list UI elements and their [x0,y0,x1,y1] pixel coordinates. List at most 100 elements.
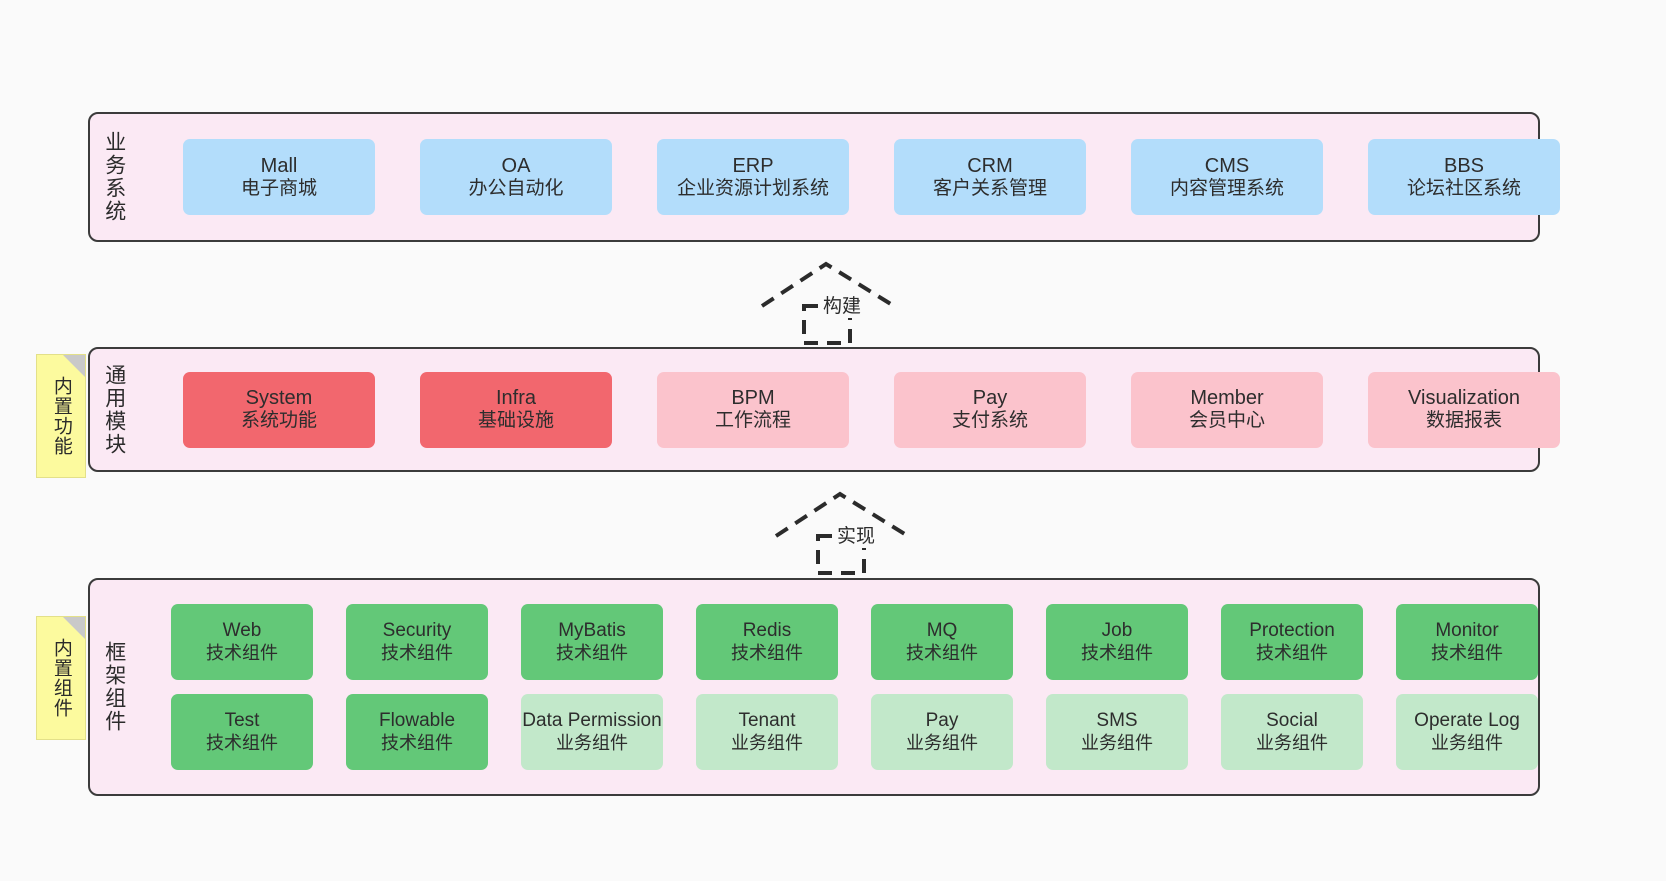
module-tile-title: Operate Log [1414,709,1520,731]
module-tile-subtitle: 业务组件 [1431,732,1503,753]
module-tile-title: Web [222,619,262,641]
module-tile-subtitle: 技术组件 [556,642,628,663]
module-tile-subtitle: 论坛社区系统 [1406,177,1521,199]
module-tile-subtitle: 企业资源计划系统 [676,177,829,199]
module-tile-subtitle: 技术组件 [381,732,453,753]
connector-build-label: 构建 [820,291,865,318]
module-tile-subtitle: 办公自动化 [468,177,564,199]
module-tile-title: CMS [1204,154,1250,177]
module-tile-subtitle: 会员中心 [1188,410,1265,432]
module-tile-title: MQ [926,619,958,641]
module-tile-title: Mall [260,154,298,177]
module-tile-subtitle: 技术组件 [1431,642,1503,663]
module-tile-subtitle: 数据报表 [1425,410,1502,432]
sticky-note-label: 内置功能 [50,376,72,456]
module-tile-title: Pay [925,709,959,731]
module-tile-subtitle: 技术组件 [731,642,803,663]
module-tile-subtitle: 技术组件 [381,642,453,663]
module-tile-title: Monitor [1435,619,1499,641]
module-tile-subtitle: 客户关系管理 [932,177,1047,199]
module-tile-subtitle: 电子商城 [240,177,317,199]
module-tile-title: MyBatis [558,619,626,641]
module-tile-title: Test [224,709,260,731]
module-tile-title: BPM [731,387,775,410]
module-tile-title: Flowable [378,709,456,731]
module-tile-subtitle: 技术组件 [206,732,278,753]
module-tile-title: Data Permission [522,709,662,731]
connector-implement-label: 实现 [834,521,879,548]
module-tile-title: Infra [495,387,537,410]
module-tile-subtitle: 业务组件 [1256,732,1328,753]
module-tile-title: SMS [1096,709,1138,731]
module-tile-title: Visualization [1408,387,1520,410]
module-tile-subtitle: 技术组件 [1256,642,1328,663]
module-tile-title: Pay [972,387,1008,410]
module-tile-subtitle: 业务组件 [556,732,628,753]
sticky-fold-corner-icon [63,617,85,639]
sticky-note-builtin-components: 内置组件 [36,616,86,740]
module-tile-subtitle: 基础设施 [477,410,554,432]
sticky-note-label: 内置组件 [50,638,72,718]
module-tile-subtitle: 内容管理系统 [1169,177,1284,199]
layer-label-framework-components: 框架组件 [102,641,126,733]
module-tile-subtitle: 业务组件 [731,732,803,753]
layer-label-common-modules: 通用模块 [102,363,126,456]
module-tile-subtitle: 系统功能 [240,410,317,432]
module-tile-title: Member [1190,387,1264,410]
module-tile-title: Redis [742,619,792,641]
module-tile-title: CRM [967,154,1013,177]
module-tile-subtitle: 支付系统 [951,410,1028,432]
module-tile-subtitle: 技术组件 [1081,642,1153,663]
sticky-note-builtin-features: 内置功能 [36,354,86,478]
sticky-fold-corner-icon [63,355,85,377]
module-tile-title: OA [501,154,531,177]
module-tile-title: ERP [732,154,774,177]
module-tile-subtitle: 技术组件 [206,642,278,663]
module-tile-subtitle: 技术组件 [906,642,978,663]
module-tile-subtitle: 业务组件 [906,732,978,753]
module-tile-title: BBS [1443,154,1485,177]
module-tile-subtitle: 业务组件 [1081,732,1153,753]
layer-label-business-systems: 业务系统 [102,131,126,223]
module-tile-title: Tenant [738,709,796,731]
module-tile-title: Protection [1249,619,1335,641]
